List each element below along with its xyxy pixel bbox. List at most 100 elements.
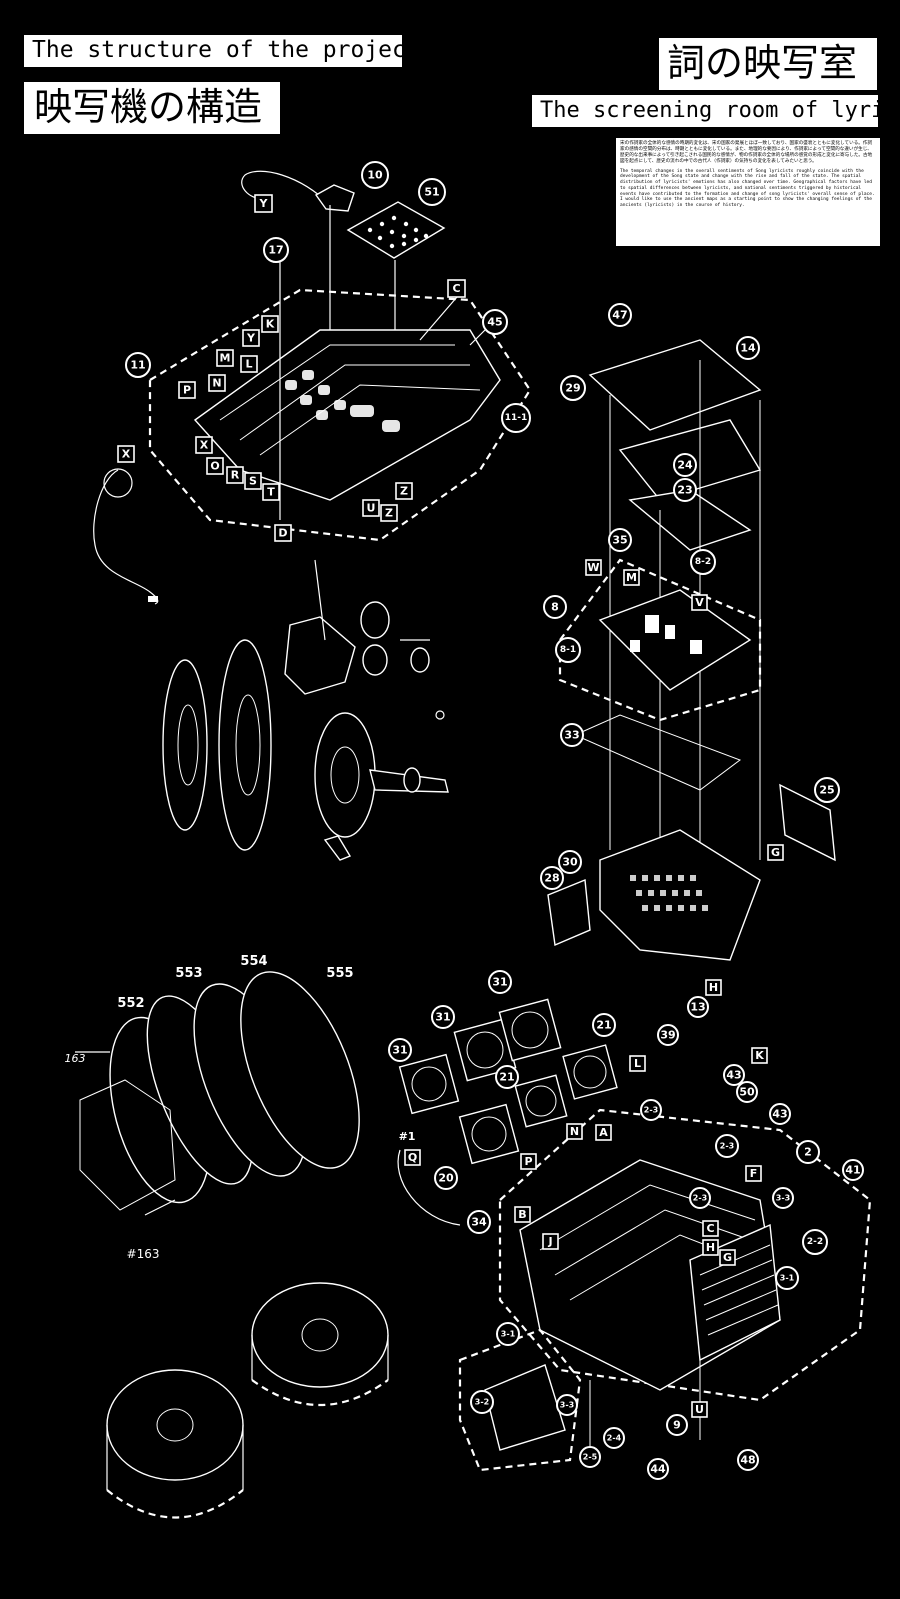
letter-box-u — [691, 1401, 708, 1418]
letter-box-m — [623, 569, 640, 586]
letter-label: H — [706, 1241, 715, 1254]
letter-label: P — [183, 384, 191, 397]
letter-label: P — [524, 1155, 532, 1168]
callout-8-1 — [555, 637, 581, 663]
description-box: 宋の作詞家の全体的な感情の時期的変化は、宋の国家の発展とほぼ一致しており、国家の… — [616, 138, 880, 246]
letter-box-f — [745, 1165, 762, 1182]
callout-label: 9 — [673, 1419, 681, 1432]
letter-label: N — [570, 1125, 579, 1138]
letter-box-y — [242, 329, 260, 347]
callout-34 — [467, 1210, 491, 1234]
letter-label: V — [695, 596, 704, 609]
letter-label: F — [750, 1167, 758, 1180]
callout-label: 3-2 — [475, 1398, 489, 1407]
letter-label: Y — [259, 197, 269, 210]
lens-motor-block — [284, 616, 356, 695]
callout-3-2 — [470, 1390, 494, 1414]
callout-43 — [723, 1064, 745, 1086]
letter-label: C — [706, 1222, 714, 1235]
callout-13 — [687, 996, 709, 1018]
letter-box-q — [404, 1149, 421, 1166]
letter-box-u — [362, 499, 380, 517]
bracket-part — [314, 184, 355, 212]
callout-45 — [482, 309, 508, 335]
letter-label: K — [755, 1049, 764, 1062]
callout-label: 2-3 — [644, 1106, 658, 1115]
callout-24 — [673, 453, 697, 477]
callout-label: 24 — [677, 459, 693, 472]
letter-box-h — [705, 979, 722, 996]
callout-label: 25 — [819, 784, 834, 797]
letter-box-n — [566, 1123, 583, 1140]
callout-25 — [814, 777, 840, 803]
callout-label: 35 — [612, 534, 627, 547]
callout-21 — [592, 1013, 616, 1037]
housing-outline — [498, 1108, 872, 1402]
letter-label: H — [709, 981, 718, 994]
letter-box-n — [208, 374, 226, 392]
small-label-1: #1 — [399, 1130, 416, 1143]
callout-3-1 — [496, 1322, 520, 1346]
callout-label: 2-4 — [607, 1434, 622, 1443]
callout-label: 23 — [677, 484, 692, 497]
callout-label: 8 — [551, 601, 559, 614]
letter-box-j — [542, 1233, 559, 1250]
cable-y — [241, 170, 331, 206]
callout-label: 44 — [650, 1463, 666, 1476]
letter-box-v — [691, 594, 708, 611]
callout-2-3 — [640, 1099, 662, 1121]
letter-box-g — [767, 844, 784, 861]
fan — [562, 1044, 618, 1100]
callout-11 — [125, 352, 151, 378]
letter-label: N — [212, 377, 221, 390]
callout-33 — [560, 723, 584, 747]
callout-2-5 — [579, 1446, 601, 1468]
lens-drum — [314, 712, 376, 838]
callout-31 — [431, 1005, 455, 1029]
callout-label: 20 — [438, 1172, 454, 1185]
letter-label: Z — [385, 507, 393, 520]
callout-label: 13 — [690, 1001, 705, 1014]
letter-label: J — [547, 1235, 552, 1248]
ring-label-552: 552 — [117, 996, 144, 1011]
callout-label: 3-3 — [776, 1194, 790, 1203]
top-assembly — [93, 170, 532, 605]
callout-29 — [560, 375, 586, 401]
callout-44 — [647, 1458, 669, 1480]
callout-label: 51 — [424, 186, 439, 199]
callout-28 — [540, 866, 564, 890]
fan-housing-assembly — [397, 998, 872, 1472]
letter-box-s — [244, 472, 262, 490]
callout-label: 10 — [367, 169, 383, 182]
letter-label: D — [278, 527, 287, 540]
callout-20 — [434, 1166, 458, 1190]
letter-label: B — [518, 1208, 526, 1221]
callout-14 — [736, 336, 760, 360]
letter-box-k — [751, 1047, 768, 1064]
top-plate-29 — [588, 339, 762, 431]
callout-51 — [418, 178, 446, 206]
callout-30 — [558, 850, 582, 874]
letter-label: X — [122, 448, 131, 461]
keypad-part — [346, 201, 446, 259]
callout-23 — [673, 478, 697, 502]
letter-label: A — [599, 1126, 608, 1139]
letter-label: L — [245, 358, 252, 371]
letter-label: G — [723, 1251, 732, 1264]
callout-label: 2-3 — [720, 1142, 734, 1151]
callout-label: 50 — [739, 1086, 755, 1099]
letter-label: T — [267, 486, 275, 499]
callout-label: 21 — [596, 1019, 611, 1032]
letter-box-m — [216, 349, 234, 367]
letter-box-h — [702, 1239, 719, 1256]
callout-label: 11 — [130, 359, 145, 372]
callout-label: 43 — [772, 1108, 787, 1121]
callout-43 — [769, 1103, 791, 1125]
callout-35 — [608, 528, 632, 552]
letter-box-r — [226, 466, 244, 484]
callout-label: 8-1 — [560, 645, 576, 655]
callout-3-3 — [772, 1187, 794, 1209]
callout-label: 41 — [845, 1164, 860, 1177]
assembly-outline — [148, 288, 532, 542]
